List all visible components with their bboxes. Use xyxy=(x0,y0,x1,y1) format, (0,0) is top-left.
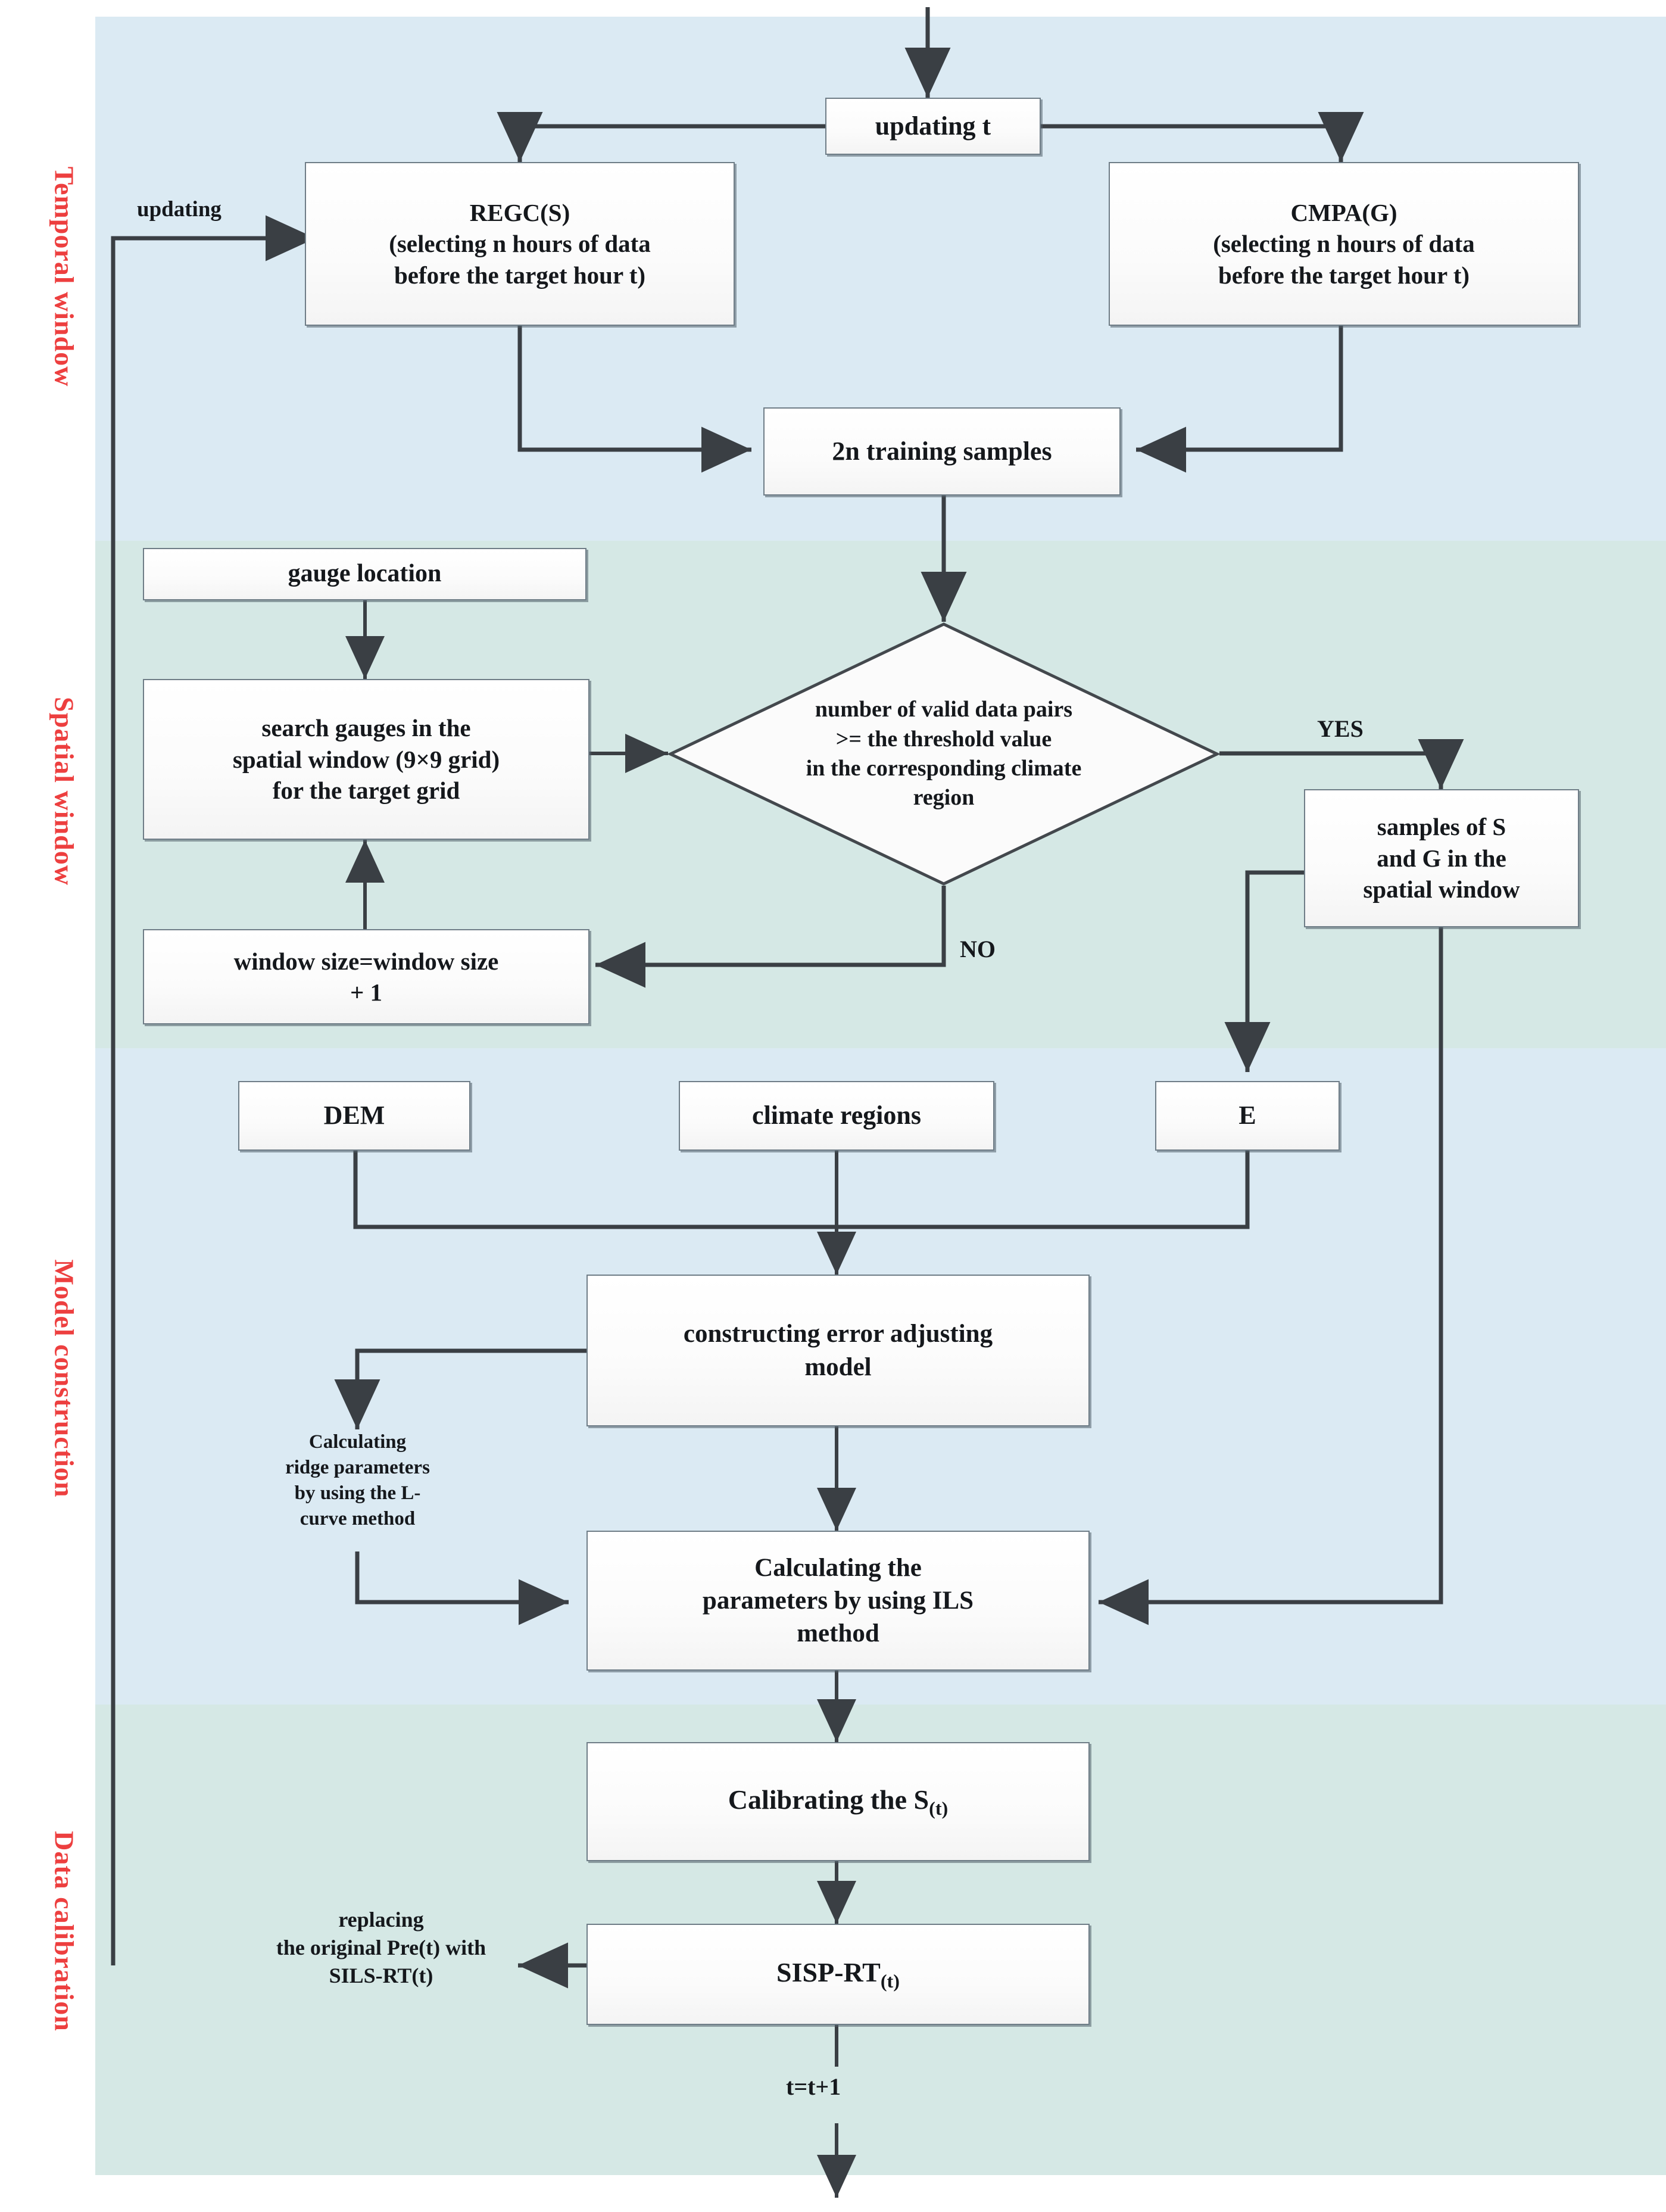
node-calculating-parameters-ils[interactable]: Calculating the parameters by using ILS … xyxy=(586,1531,1090,1671)
node-window-size-increment[interactable]: window size=window size + 1 xyxy=(143,929,589,1024)
ridge-line4: curve method xyxy=(299,1507,416,1529)
node-cmpa-line2: (selecting n hours of data xyxy=(1213,230,1475,258)
node-calibrating-s-t[interactable]: Calibrating the S(t) xyxy=(586,1742,1090,1861)
section-label-model-construction: Model construction xyxy=(49,1259,80,1498)
node-training-samples-label: 2n training samples xyxy=(832,436,1052,466)
node-regc-s[interactable]: REGC(S) (selecting n hours of data befor… xyxy=(305,162,735,326)
node-ils-line3: method xyxy=(797,1619,879,1648)
node-samples-s-and-g[interactable]: samples of S and G in the spatial window xyxy=(1304,789,1579,927)
node-gauge-location-label: gauge location xyxy=(288,560,442,588)
node-samples-line1: samples of S xyxy=(1377,813,1506,841)
node-sisp-subscript: (t) xyxy=(880,1970,900,1992)
node-window-size-line1: window size=window size xyxy=(233,947,499,975)
node-calibrating-label: Calibrating the S(t) xyxy=(728,1784,949,1819)
node-regc-line1: REGC(S) xyxy=(469,198,570,226)
node-regc-line2: (selecting n hours of data xyxy=(389,230,651,258)
node-dem[interactable]: DEM xyxy=(238,1081,470,1151)
node-decision-valid-pairs[interactable]: number of valid data pairs >= the thresh… xyxy=(668,622,1219,886)
ridge-line2: ridge parameters xyxy=(285,1456,430,1478)
edge-label-no: NO xyxy=(960,936,996,962)
replacing-line2: the original Pre(t) with xyxy=(276,1935,486,1959)
text-ridge-parameters: Calculating ridge parameters by using th… xyxy=(237,1429,478,1532)
node-sisp-rt-t[interactable]: SISP-RT(t) xyxy=(586,1924,1090,2025)
node-training-samples[interactable]: 2n training samples xyxy=(763,407,1121,496)
node-search-gauges-line3: for the target grid xyxy=(272,777,460,805)
edge-label-t-increment: t=t+1 xyxy=(786,2073,841,2100)
node-climate-regions-label: climate regions xyxy=(752,1101,921,1130)
section-label-spatial-window: Spatial window xyxy=(49,697,80,886)
node-search-gauges[interactable]: search gauges in the spatial window (9×9… xyxy=(143,679,589,840)
node-samples-line3: spatial window xyxy=(1363,876,1520,904)
ridge-line1: Calculating xyxy=(308,1431,407,1453)
section-label-data-calibration: Data calibration xyxy=(49,1831,80,2032)
text-replacing-original: replacing the original Pre(t) with SILS-… xyxy=(241,1906,521,1989)
node-calibrating-subscript: (t) xyxy=(929,1797,949,1819)
node-climate-regions[interactable]: climate regions xyxy=(679,1081,994,1151)
node-regc-line3: before the target hour t) xyxy=(394,261,646,289)
node-gauge-location[interactable]: gauge location xyxy=(143,548,586,600)
section-label-temporal-window: Temporal window xyxy=(49,166,80,387)
replacing-line1: replacing xyxy=(338,1908,424,1931)
node-cmpa-g[interactable]: CMPA(G) (selecting n hours of data befor… xyxy=(1109,162,1579,326)
node-constructing-line1: constructing error adjusting xyxy=(683,1320,993,1348)
replacing-line3: SILS-RT(t) xyxy=(329,1963,433,1987)
node-search-gauges-line1: search gauges in the xyxy=(261,714,471,742)
node-search-gauges-line2: spatial window (9×9 grid) xyxy=(232,745,500,773)
node-sisp-label: SISP-RT(t) xyxy=(776,1956,900,1992)
ridge-line3: by using the L- xyxy=(294,1482,421,1504)
node-constructing-line2: model xyxy=(804,1353,872,1381)
node-constructing-error-model[interactable]: constructing error adjusting model xyxy=(586,1275,1090,1426)
edge-label-yes: YES xyxy=(1317,715,1364,742)
node-ils-line1: Calculating the xyxy=(754,1553,922,1582)
node-dem-label: DEM xyxy=(323,1101,385,1130)
node-cmpa-line3: before the target hour t) xyxy=(1218,261,1470,289)
node-updating-t[interactable]: updating t xyxy=(825,98,1041,155)
node-samples-line2: and G in the xyxy=(1377,844,1506,872)
node-window-size-line2: + 1 xyxy=(350,979,383,1006)
edge-label-updating: updating xyxy=(137,197,221,222)
node-e-label: E xyxy=(1238,1101,1256,1130)
node-updating-t-label: updating t xyxy=(875,111,991,141)
node-ils-line2: parameters by using ILS xyxy=(702,1586,974,1615)
node-e[interactable]: E xyxy=(1155,1081,1340,1151)
node-cmpa-line1: CMPA(G) xyxy=(1290,198,1397,226)
